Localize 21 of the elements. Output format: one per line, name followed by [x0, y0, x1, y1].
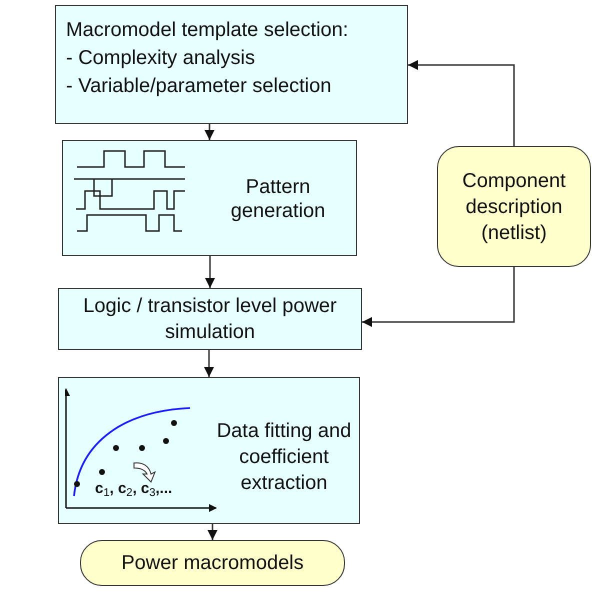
process-box [55, 5, 408, 124]
node-label: Power macromodels [121, 551, 304, 576]
list-item: - Complexity analysis [66, 46, 256, 71]
arrow [204, 350, 214, 377]
arrow [362, 267, 515, 327]
arrow [408, 60, 515, 146]
node-label: Data fitting and coefficient extraction [216, 419, 352, 496]
arrow [205, 256, 215, 288]
terminal-box [80, 540, 345, 586]
node-label: Pattern generation [230, 175, 326, 223]
coefficient-label: c$_{1}$, c$_{2}$, c$_{3}$,... [95, 479, 172, 500]
node-label: Logic / transistor level power simulation [82, 294, 338, 345]
list-item: - Variable/parameter selection [66, 74, 332, 99]
arrow [208, 524, 218, 540]
heading-text: Macromodel template selection: [66, 18, 348, 43]
process-box [58, 288, 362, 350]
node-label: Component description (netlist) [461, 168, 567, 246]
terminal-box [437, 146, 591, 267]
process-box [62, 140, 357, 256]
arrow [204, 124, 214, 140]
process-box [58, 377, 360, 524]
